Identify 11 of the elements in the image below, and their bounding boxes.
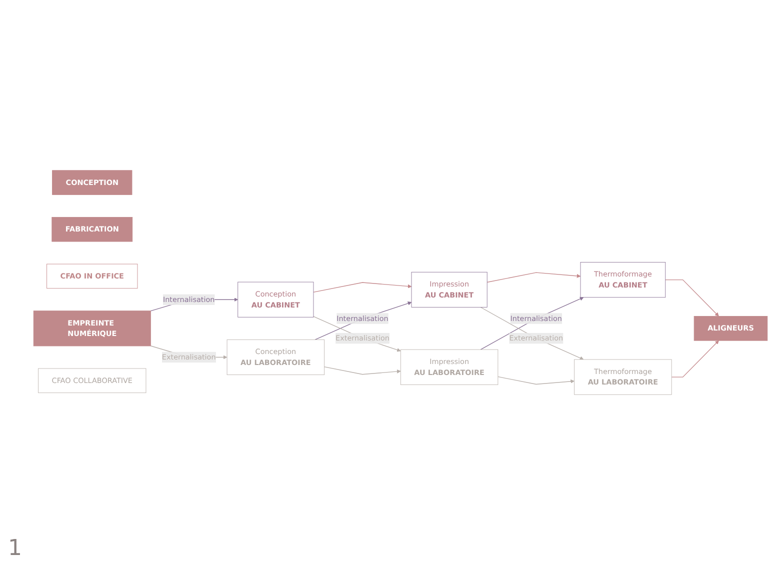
arrow xyxy=(480,306,584,360)
arrow xyxy=(324,366,401,375)
figure-number: 1 xyxy=(8,536,22,561)
arrow xyxy=(480,297,584,350)
arrow xyxy=(313,282,412,292)
arrow xyxy=(314,302,412,340)
arrow xyxy=(671,340,719,378)
arrow xyxy=(498,376,574,385)
arrow xyxy=(486,272,581,283)
arrow xyxy=(313,316,401,352)
arrow xyxy=(665,279,719,316)
